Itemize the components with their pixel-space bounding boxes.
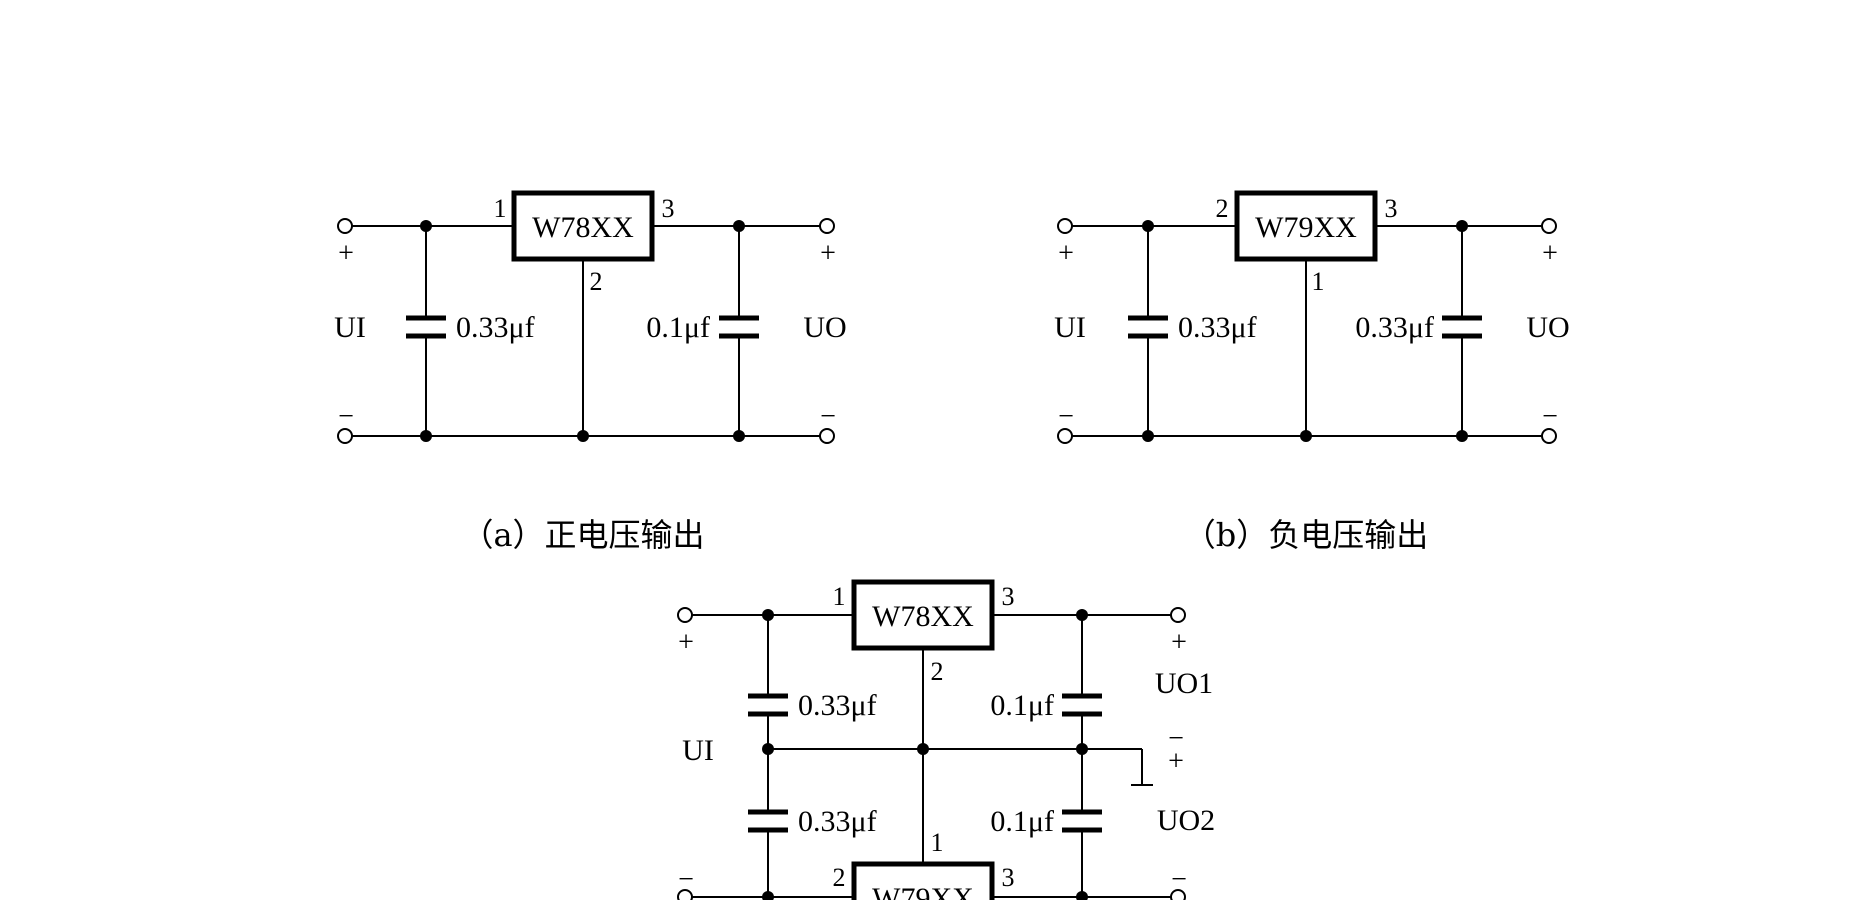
circuit-b: W79XX 2 3 1 0.33μf 0.33μf + − + − UI UO …: [1054, 190, 1570, 554]
b-pin-gnd: 1: [1312, 267, 1325, 296]
c-bottom-pin-out: 3: [1002, 863, 1015, 892]
b-input-label: UI: [1054, 311, 1086, 344]
b-pin-out: 3: [1385, 194, 1398, 223]
c-top-regulator-box: [851, 579, 995, 651]
c-junction: [762, 609, 774, 621]
b-junction: [1456, 430, 1468, 442]
b-caption: （b）负电压输出: [1184, 516, 1429, 554]
c-junction: [762, 891, 774, 900]
b-junction: [1300, 430, 1312, 442]
b-output-plus-sign: +: [1542, 238, 1558, 269]
c-junction: [1076, 891, 1088, 900]
c-bottom-regulator-box: [851, 861, 995, 900]
b-output-minus-sign: −: [1542, 401, 1558, 432]
c-output-mid-plus-sign: +: [1168, 746, 1184, 777]
a-output-terminal-plus: [819, 218, 835, 234]
c-junction: [917, 743, 929, 755]
c-output-terminal-minus: [1170, 889, 1186, 900]
c-cout-top-value: 0.1μf: [990, 689, 1054, 722]
c-input-plus-sign: +: [678, 627, 694, 658]
a-input-terminal-plus: [337, 218, 353, 234]
c-cin-bottom-value: 0.33μf: [798, 805, 877, 838]
a-output-plus-sign: +: [820, 238, 836, 269]
c-output-bottom-label: UO2: [1157, 804, 1215, 837]
a-pin-in: 1: [494, 194, 507, 223]
a-output-terminal-minus: [819, 428, 835, 444]
a-output-minus-sign: −: [820, 401, 836, 432]
a-regulator-box: [511, 190, 655, 262]
a-cin-value: 0.33μf: [456, 311, 535, 344]
a-input-minus-sign: −: [338, 401, 354, 432]
c-bottom-pin-gnd: 1: [931, 828, 944, 857]
c-input-minus-sign: −: [678, 864, 694, 895]
c-input-terminal-plus: [677, 607, 693, 623]
b-regulator-label: W79XX: [1255, 211, 1357, 244]
c-output-terminal-plus: [1170, 607, 1186, 623]
b-output-terminal-plus: [1541, 218, 1557, 234]
c-cin-top-value: 0.33μf: [798, 689, 877, 722]
c-output-bottom-minus-sign: −: [1171, 864, 1187, 895]
c-input-label: UI: [682, 734, 714, 767]
b-cin-value: 0.33μf: [1178, 311, 1257, 344]
c-output-mid-minus-sign: −: [1168, 723, 1184, 754]
b-output-label: UO: [1526, 311, 1569, 344]
a-junction: [420, 220, 432, 232]
a-pin-out: 3: [662, 194, 675, 223]
circuit-c: W78XX 1 3 2 W79XX 2 3 1 0.33μf 0.33μf 0.…: [677, 579, 1215, 900]
c-top-regulator-label: W78XX: [872, 600, 974, 633]
a-input-label: UI: [334, 311, 366, 344]
b-output-terminal-minus: [1541, 428, 1557, 444]
c-bottom-pin-in: 2: [833, 863, 846, 892]
a-cout-value: 0.1μf: [646, 311, 710, 344]
b-input-minus-sign: −: [1058, 401, 1074, 432]
c-junction: [1076, 743, 1088, 755]
c-top-pin-gnd: 2: [931, 657, 944, 686]
c-top-pin-in: 1: [833, 582, 846, 611]
b-junction: [1142, 430, 1154, 442]
a-junction: [420, 430, 432, 442]
a-junction: [733, 430, 745, 442]
b-input-terminal-plus: [1057, 218, 1073, 234]
c-top-pin-out: 3: [1002, 582, 1015, 611]
b-input-terminal-minus: [1057, 428, 1073, 444]
circuit-a: W78XX 1 3 2 0.33μf 0.1μf + − + − UI UO: [334, 190, 847, 554]
c-junction: [762, 743, 774, 755]
b-junction: [1456, 220, 1468, 232]
a-junction: [733, 220, 745, 232]
a-caption: （a）正电压输出: [461, 516, 704, 554]
b-junction: [1142, 220, 1154, 232]
a-input-plus-sign: +: [338, 238, 354, 269]
a-output-label: UO: [803, 311, 846, 344]
a-junction: [577, 430, 589, 442]
c-cout-bottom-value: 0.1μf: [990, 805, 1054, 838]
b-pin-in: 2: [1216, 194, 1229, 223]
c-output-top-plus-sign: +: [1171, 627, 1187, 658]
a-input-terminal-minus: [337, 428, 353, 444]
c-bottom-regulator-label: W79XX: [872, 882, 974, 900]
c-output-top-label: UO1: [1155, 667, 1213, 700]
b-cout-value: 0.33μf: [1355, 311, 1434, 344]
a-pin-gnd: 2: [590, 267, 603, 296]
c-input-terminal-minus: [677, 889, 693, 900]
a-regulator-label: W78XX: [532, 211, 634, 244]
c-junction: [1076, 609, 1088, 621]
b-input-plus-sign: +: [1058, 238, 1074, 269]
